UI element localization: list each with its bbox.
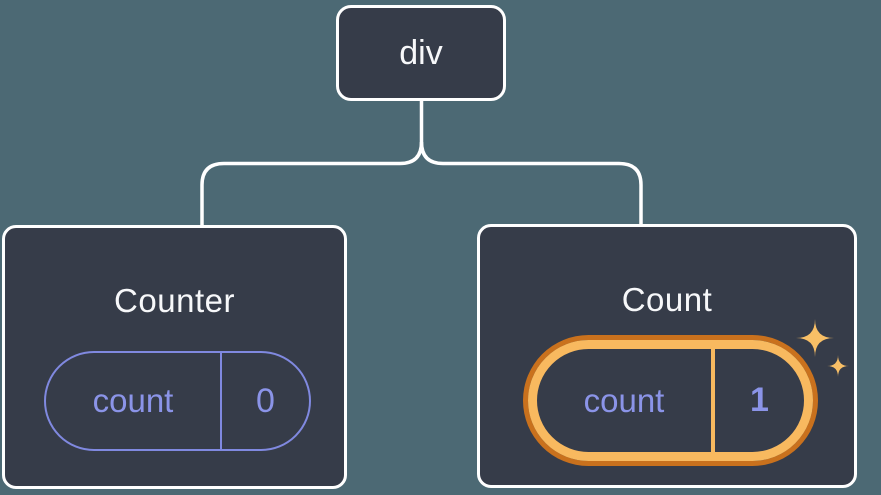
component-title: Counter (114, 282, 235, 319)
connector-right-branch (419, 141, 643, 227)
highlighted-state-pill: count 1 (528, 340, 813, 461)
root-node-label: div (399, 33, 443, 72)
component-box-counter: Counter count 0 (2, 225, 347, 489)
state-name-label: count (537, 349, 715, 452)
root-node: div (336, 5, 506, 101)
component-title: Count (621, 281, 713, 318)
state-pill: count 0 (44, 351, 311, 451)
state-name-label: count (46, 353, 222, 449)
connector-left-branch (200, 99, 424, 227)
component-box-count: Count count 1 (477, 224, 857, 488)
state-value: 1 (750, 381, 769, 419)
state-value: 0 (256, 381, 275, 420)
